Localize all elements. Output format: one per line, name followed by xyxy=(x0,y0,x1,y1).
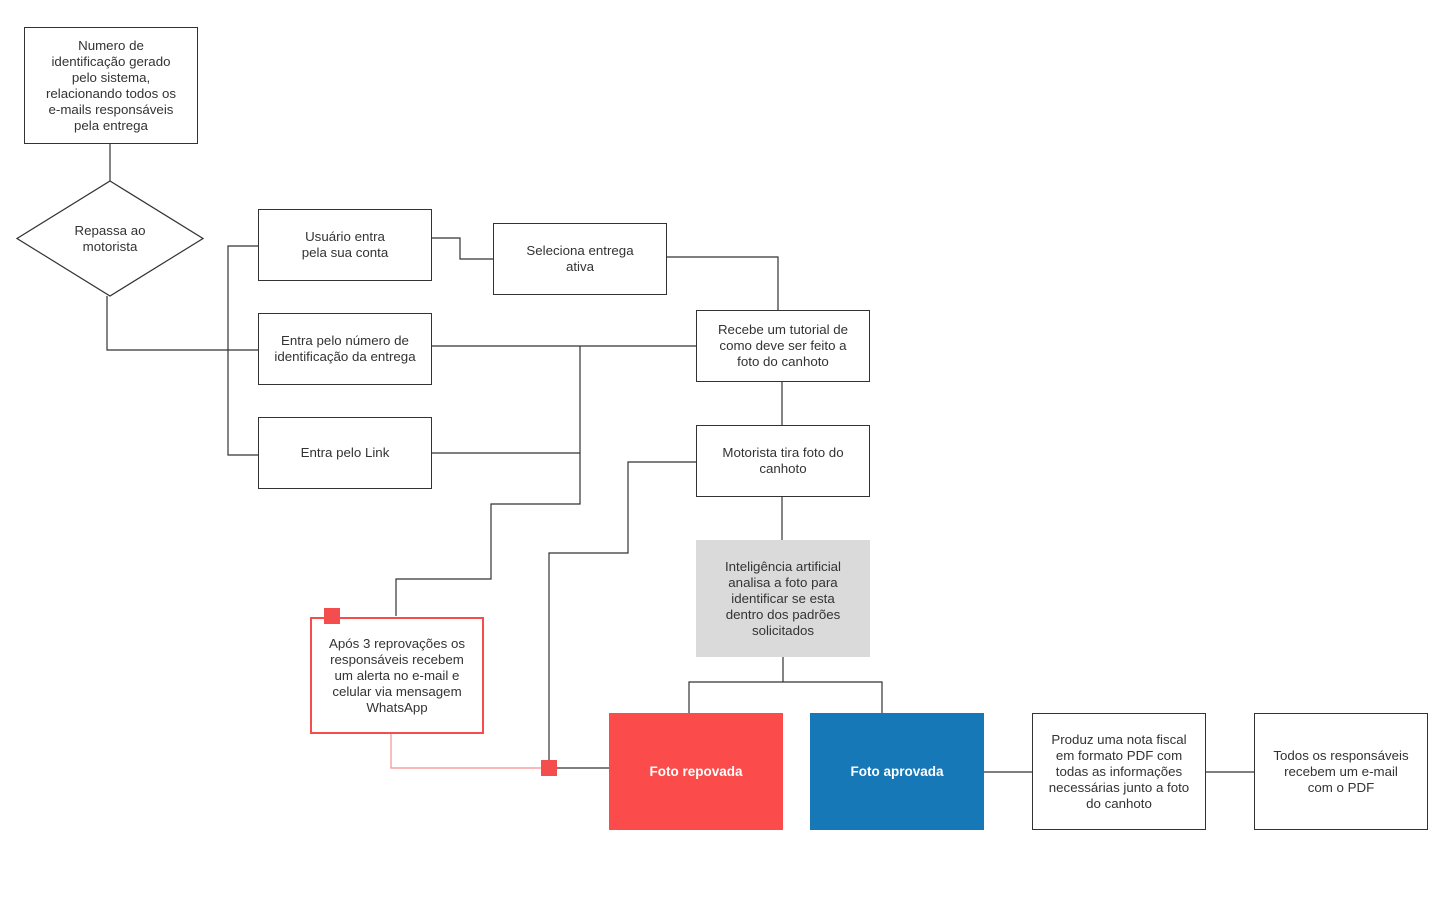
enter-by-id-box: Entra pelo número de identificação da en… xyxy=(258,313,432,385)
alert-marker xyxy=(324,608,340,624)
connector-photo-retry xyxy=(548,461,697,769)
photo-approved-box: Foto aprovada xyxy=(810,713,984,830)
connector-decision-to-entries xyxy=(106,296,259,351)
alert-box: Após 3 reprovações os responsáveis receb… xyxy=(310,617,484,734)
connector-ai-split xyxy=(688,656,883,713)
decision-diamond: Repassa ao motorista xyxy=(16,180,204,297)
enter-by-link-box: Entra pelo Link xyxy=(258,417,432,489)
invoice-box: Produz uma nota fiscal em formato PDF co… xyxy=(1032,713,1206,830)
connector-merge-to-alert xyxy=(395,346,581,616)
photo-rejected-box: Foto repovada xyxy=(609,713,783,830)
connector-select-to-tutorial xyxy=(666,256,779,311)
rejected-marker xyxy=(541,760,557,776)
email-pdf-box: Todos os responsáveis recebem um e-mail … xyxy=(1254,713,1428,830)
connector-account-to-select xyxy=(431,237,494,260)
connector-entry-bus xyxy=(227,245,259,456)
ai-analysis-box: Inteligência artificial analisa a foto p… xyxy=(696,540,870,657)
tutorial-box: Recebe um tutorial de como deve ser feit… xyxy=(696,310,870,382)
user-account-box: Usuário entra pela sua conta xyxy=(258,209,432,281)
driver-photo-box: Motorista tira foto do canhoto xyxy=(696,425,870,497)
select-delivery-box: Seleciona entrega ativa xyxy=(493,223,667,295)
decision-label: Repassa ao motorista xyxy=(74,222,146,254)
diamond-shape xyxy=(16,180,204,297)
connector-alert-to-rejected xyxy=(390,733,549,769)
id-number-box: Numero de identificação gerado pelo sist… xyxy=(24,27,198,144)
